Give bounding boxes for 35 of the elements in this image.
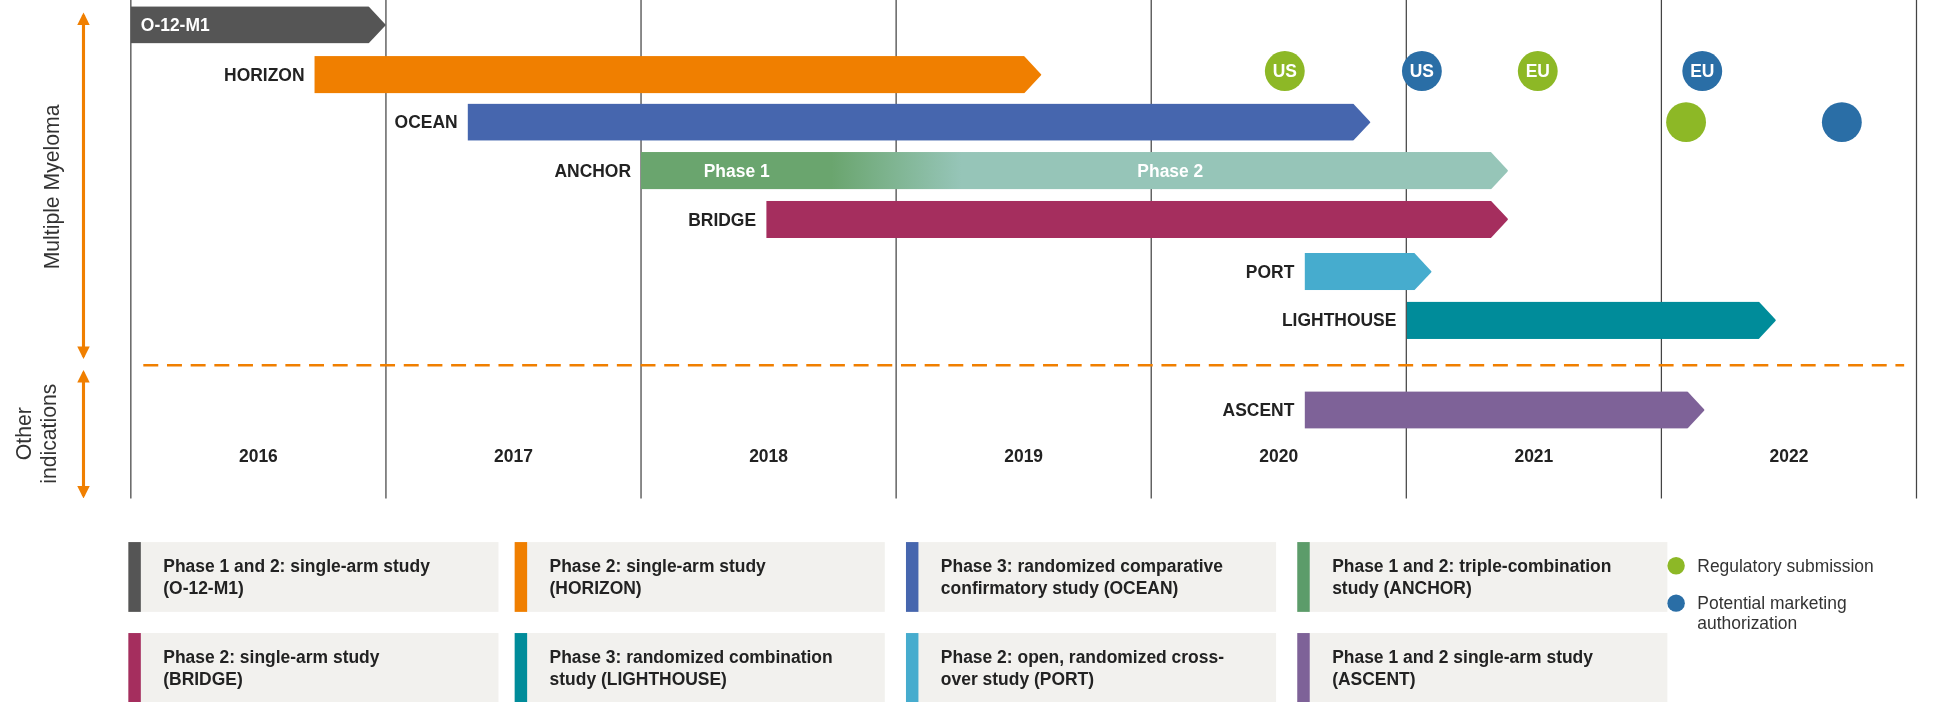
- legend-text: Phase 1 and 2: triple-combination study (ANCHOR): [1332, 554, 1613, 600]
- legend-text: Phase 3: randomized comparative confirmatory study (OCEAN): [940, 554, 1224, 600]
- status-dot: [1821, 102, 1862, 143]
- phase-label: Phase 2: [1136, 159, 1205, 183]
- study-name: LIGHTHOUSE: [1281, 309, 1397, 333]
- legend-text: Phase 1 and 2 single-arm study (ASCENT): [1332, 645, 1594, 691]
- phase-label: Phase 1: [702, 159, 771, 183]
- year-label: 2019: [1003, 446, 1045, 467]
- legend-text: Phase 2: single-arm study (HORIZON): [549, 554, 767, 600]
- status-dot: EU: [1517, 51, 1558, 91]
- legend-text: Phase 2: open, randomized cross-over study (PORT): [940, 645, 1225, 691]
- legend-text: Phase 1 and 2: single-arm study (O-12-M1): [163, 554, 431, 600]
- legend-text: Phase 3: randomized combination study (LIGHTHOUSE): [549, 645, 834, 691]
- status-dot: EU: [1682, 51, 1723, 91]
- year-label: 2016: [237, 446, 279, 467]
- year-label: 2017: [493, 446, 534, 467]
- study-name: ASCENT: [1222, 399, 1295, 422]
- year-label: 2020: [1258, 446, 1300, 467]
- status-dot: [1666, 102, 1706, 143]
- study-name: PORT: [1245, 260, 1295, 284]
- study-name: OCEAN: [394, 111, 458, 135]
- axis-label: Other indications: [12, 382, 63, 486]
- study-name: O-12-M1: [140, 13, 210, 37]
- year-label: 2018: [748, 446, 789, 467]
- status-dot: US: [1401, 51, 1442, 91]
- year-label: 2021: [1513, 446, 1555, 467]
- status-dot: US: [1264, 51, 1305, 91]
- study-name: ANCHOR: [554, 159, 632, 183]
- legend-text: Regulatory submission: [1697, 555, 1875, 576]
- legend-text: Phase 2: single-arm study (BRIDGE): [163, 645, 381, 691]
- study-name: BRIDGE: [688, 208, 757, 232]
- year-label: 2022: [1768, 446, 1810, 467]
- study-name: HORIZON: [224, 63, 305, 87]
- legend-text: Potential marketing authorization: [1697, 593, 1848, 634]
- axis-label: Multiple Myeloma: [38, 103, 65, 272]
